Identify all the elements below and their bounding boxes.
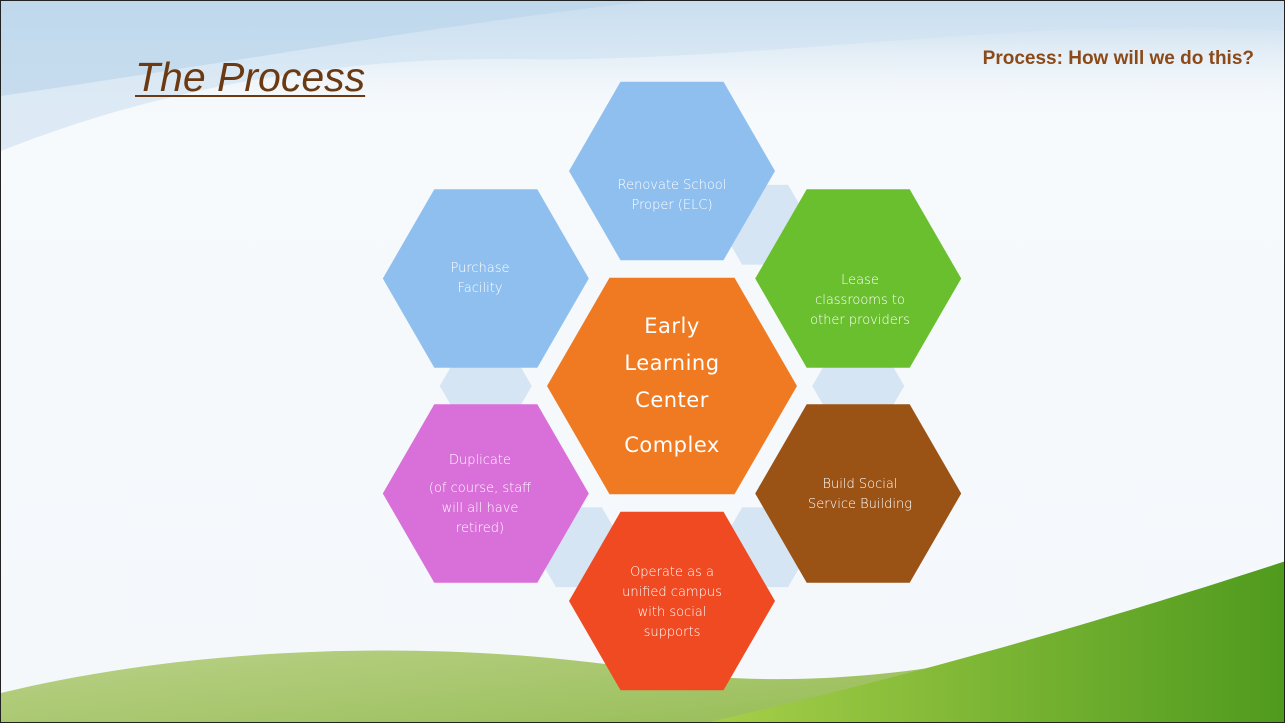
node-duplicate-label: Duplicate (of course, staff will all hav…	[389, 420, 571, 570]
node-lease-label: Lease classrooms to other providers	[769, 226, 951, 376]
center-line: Early	[644, 314, 700, 338]
node-renovate-line: Renovate School	[617, 178, 727, 193]
node-operate-hexagon	[569, 511, 775, 691]
node-lease-line: Lease	[841, 273, 879, 288]
node-duplicate-line: (of course, staff	[428, 481, 532, 496]
node-purchase-hexagon	[382, 189, 589, 368]
center-node-hexagon	[547, 277, 797, 495]
node-build-line: Build Social	[822, 477, 898, 492]
center-line: Learning	[624, 351, 720, 375]
node-duplicate-line: retired)	[455, 521, 505, 536]
node-lease-line: other providers	[810, 313, 910, 328]
slide-subtitle: Process: How will we do this?	[982, 48, 1254, 69]
node-operate-line: Operate as a	[630, 565, 714, 580]
node-lease-hexagon	[755, 189, 962, 368]
node-renovate-line: Proper (ELC)	[631, 198, 713, 213]
node-build-hexagon	[755, 404, 962, 583]
node-purchase-line: Facility	[457, 281, 503, 296]
center-line: Complex	[624, 433, 720, 457]
node-lease-line: classrooms to	[815, 293, 905, 308]
node-duplicate-line: Duplicate	[449, 453, 511, 468]
sky-swoosh-dark	[1, 1, 651, 96]
node-build-line: Service Building	[807, 497, 913, 512]
center-line: Center	[635, 388, 709, 412]
node-build-label: Build Social Service Building	[769, 420, 951, 570]
grass-hill-front	[709, 561, 1284, 722]
node-operate-line: unified campus	[622, 585, 722, 600]
node-renovate-label: Renovate School Proper (ELC)	[581, 121, 763, 271]
node-operate-line: supports	[643, 625, 701, 640]
slide-title: The Process	[135, 54, 366, 100]
node-duplicate-line: will all have	[441, 501, 519, 516]
node-operate-line: with social	[637, 605, 707, 620]
center-node-label: Early Learning Center Complex	[561, 291, 783, 481]
node-operate-label: Operate as a unified campus with social …	[581, 528, 763, 678]
node-purchase-line: Purchase	[450, 261, 510, 276]
node-renovate-hexagon	[569, 81, 775, 261]
node-duplicate-hexagon	[382, 404, 589, 583]
node-purchase-label: Purchase Facility	[389, 204, 571, 354]
